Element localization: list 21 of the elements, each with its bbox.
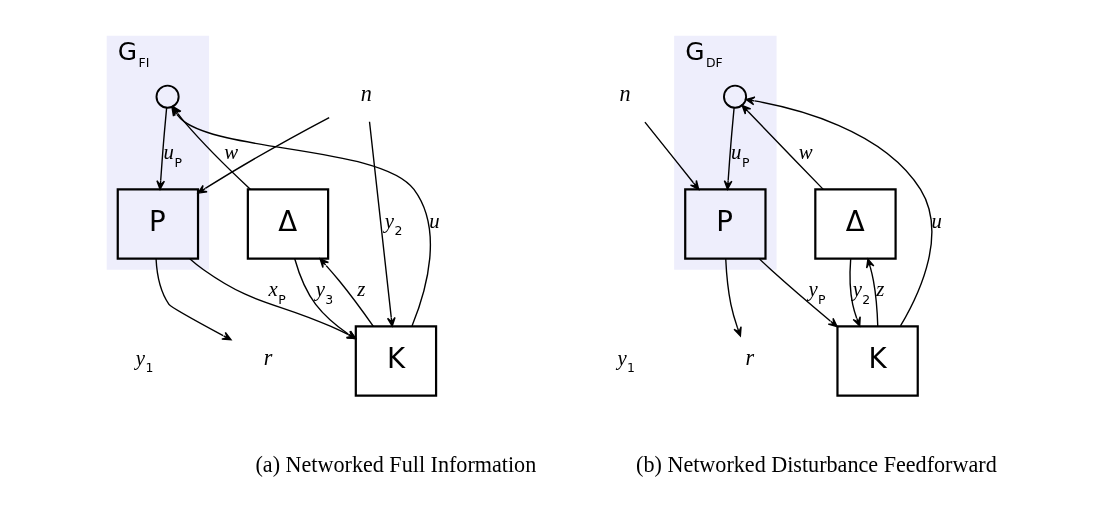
edge-label: u$_{P}$ bbox=[162, 141, 182, 170]
label: (b) Networked Disturbance Feedforward bbox=[635, 451, 997, 477]
edge-label: y$_{P}$ bbox=[807, 278, 826, 307]
edge-label: x$_{P}$ bbox=[268, 278, 286, 307]
label: y$_{1}$ bbox=[135, 346, 153, 376]
edge-label: u$_{P}$ bbox=[730, 141, 749, 170]
node-text: r bbox=[263, 344, 272, 370]
edge-label: w bbox=[223, 141, 238, 163]
edge-label: y$_{2}$ bbox=[384, 209, 402, 239]
node-text: n bbox=[360, 80, 372, 106]
node-text: n bbox=[618, 80, 631, 106]
edge-label: y$_{3}$ bbox=[315, 278, 333, 307]
label: y$_{1}$ bbox=[616, 346, 635, 376]
edge-label: z bbox=[356, 278, 365, 301]
node-text: r bbox=[744, 344, 754, 370]
edge-label: z bbox=[875, 278, 884, 301]
edge-label: y$_{2}$ bbox=[852, 278, 870, 307]
edge-label: w bbox=[798, 141, 813, 163]
label: (a) Networked Full Information bbox=[254, 451, 536, 477]
edge-label: u bbox=[931, 209, 942, 232]
edge-label: u bbox=[428, 209, 440, 232]
